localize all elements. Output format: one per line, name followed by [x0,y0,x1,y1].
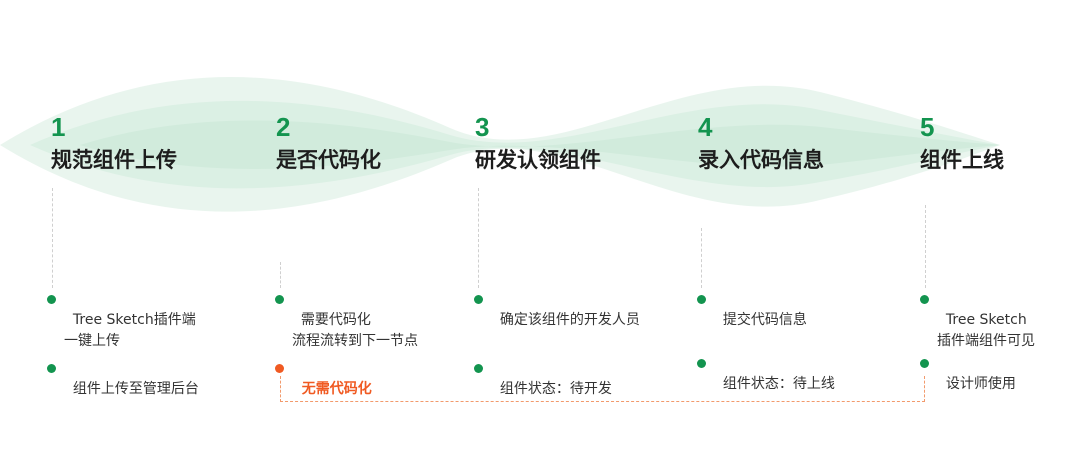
step-4-item-2: 组件状态：待上线 [697,353,835,395]
step-number: 1 [51,112,66,142]
step-3-item-2: 组件状态：待开发 [474,358,612,400]
item-text: 需要代码化 流程流转到下一节点 [292,312,418,349]
green-dot-icon [474,295,483,304]
green-dot-icon [920,295,929,304]
step-number: 3 [475,112,490,142]
item-text: 无需代码化 [301,381,372,397]
step-1-item-1: Tree Sketch插件端 一键上传 [47,289,196,352]
step-title: 规范组件上传 [51,148,177,172]
step-title: 组件上线 [920,148,1004,172]
item-text: 组件状态：待上线 [722,376,835,392]
green-dot-icon [47,295,56,304]
item-text: Tree Sketch 插件端组件可见 [937,312,1035,349]
green-dot-icon [920,359,929,368]
step-2-connector [280,262,281,288]
skip-branch-connector [280,376,925,402]
step-title: 录入代码信息 [698,148,824,172]
step-1-item-2: 组件上传至管理后台 [47,358,199,400]
green-dot-icon [697,359,706,368]
step-5-connector [925,205,926,288]
item-text: Tree Sketch插件端 一键上传 [64,312,196,349]
step-4: 4 录入代码信息 [698,113,824,175]
step-4-item-1: 提交代码信息 [697,289,807,331]
step-2-item-2: 无需代码化 [275,358,372,400]
step-3-item-1: 确定该组件的开发人员 [474,289,640,331]
step-title: 是否代码化 [276,148,381,172]
step-number: 4 [698,112,713,142]
step-title: 研发认领组件 [475,148,601,172]
item-text: 组件状态：待开发 [499,381,612,397]
green-dot-icon [474,364,483,373]
step-1: 1 规范组件上传 [51,113,177,175]
item-text: 确定该组件的开发人员 [499,312,640,328]
step-number: 2 [276,112,291,142]
step-4-connector [701,228,702,288]
step-1-connector [52,188,53,288]
step-2-item-1: 需要代码化 流程流转到下一节点 [275,289,418,352]
step-2: 2 是否代码化 [276,113,381,175]
item-text: 提交代码信息 [722,312,807,328]
green-dot-icon [275,295,284,304]
orange-dot-icon [275,364,284,373]
step-5: 5 组件上线 [920,113,1004,175]
green-dot-icon [697,295,706,304]
step-5-item-2: 设计师使用 [920,353,1016,395]
item-text: 组件上传至管理后台 [72,381,199,397]
green-dot-icon [47,364,56,373]
item-text: 设计师使用 [945,376,1016,392]
step-5-item-1: Tree Sketch 插件端组件可见 [920,289,1035,352]
step-3: 3 研发认领组件 [475,113,601,175]
step-3-connector [478,188,479,288]
step-number: 5 [920,112,935,142]
